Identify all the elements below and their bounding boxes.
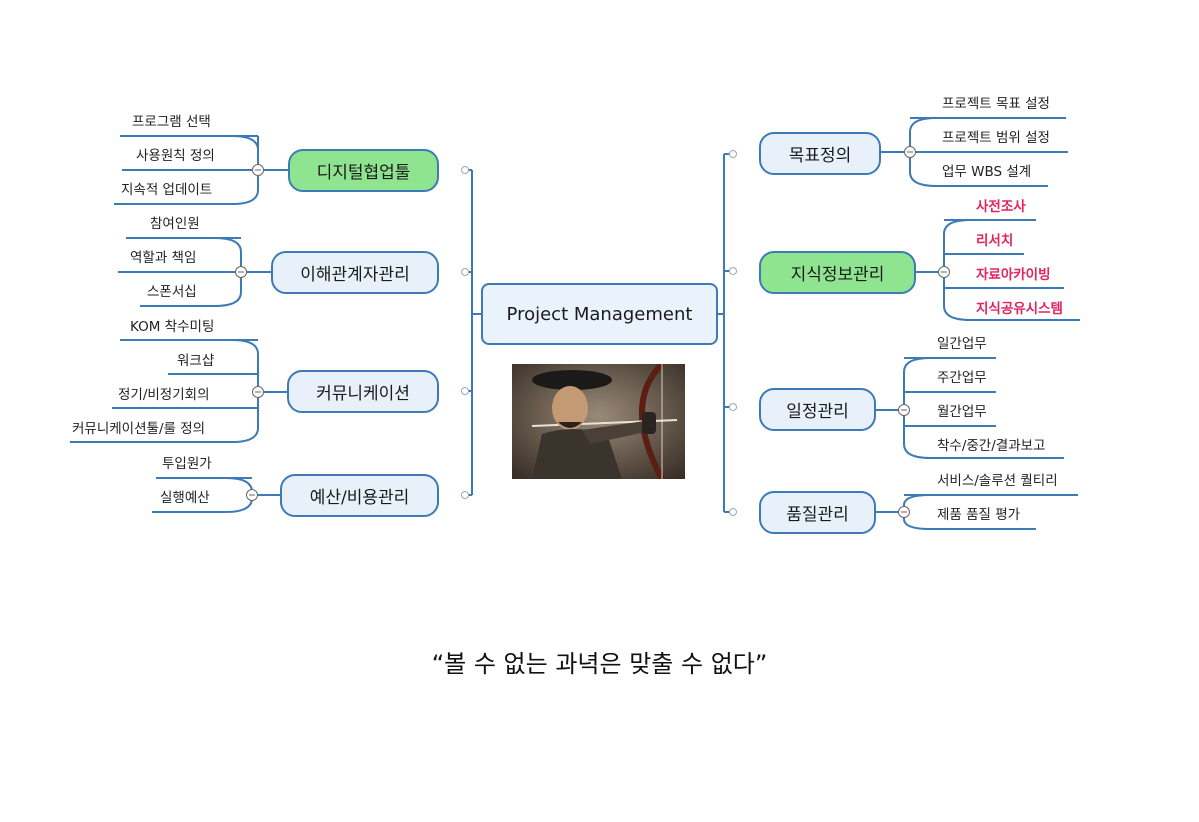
minus-circle-icon — [235, 146, 950, 518]
leaf-communication-1[interactable]: KOM 착수미팅 — [130, 319, 215, 335]
branch-schedule[interactable]: 일정관리 — [759, 388, 876, 431]
center-node[interactable]: Project Management — [481, 283, 718, 345]
branch-budget[interactable]: 예산/비용관리 — [280, 474, 439, 517]
leaf-communication-3[interactable]: 정기/비정기회의 — [118, 387, 210, 403]
leaf-schedule-4[interactable]: 착수/중간/결과보고 — [937, 438, 1046, 454]
leaf-communication-4[interactable]: 커뮤니케이션툴/룰 정의 — [72, 421, 206, 437]
leaf-communication-2[interactable]: 워크샵 — [177, 353, 215, 369]
connector-dot — [729, 403, 737, 411]
leaf-digital-1[interactable]: 프로그램 선택 — [132, 114, 211, 130]
leaf-budget-2[interactable]: 실행예산 — [160, 490, 210, 506]
leaf-knowledge-3[interactable]: 자료아카이빙 — [976, 267, 1051, 283]
connector-dot — [461, 166, 469, 174]
leaf-budget-1[interactable]: 투입원가 — [162, 456, 212, 472]
stakeholder-connector — [118, 237, 271, 307]
branch-communication[interactable]: 커뮤니케이션 — [287, 370, 439, 413]
schedule-connector — [876, 357, 1064, 459]
leaf-stakeholder-3[interactable]: 스폰서십 — [147, 284, 197, 300]
branch-stakeholder[interactable]: 이해관계자관리 — [271, 251, 439, 294]
leaf-knowledge-4[interactable]: 지식공유시스템 — [976, 301, 1063, 317]
branch-digital-collab[interactable]: 디지털협업툴 — [288, 149, 439, 192]
branch-knowledge[interactable]: 지식정보관리 — [759, 251, 916, 294]
leaf-quality-2[interactable]: 제품 품질 평가 — [937, 507, 1021, 523]
digital-connector — [114, 135, 288, 205]
leaf-goal-1[interactable]: 프로젝트 목표 설정 — [942, 96, 1050, 112]
leaf-knowledge-1[interactable]: 사전조사 — [976, 199, 1026, 215]
connector-dot — [461, 491, 469, 499]
leaf-schedule-3[interactable]: 월간업무 — [937, 404, 987, 420]
connector-dot — [461, 268, 469, 276]
leaf-knowledge-2[interactable]: 리서치 — [976, 233, 1014, 249]
connector-dot — [461, 387, 469, 395]
connector-dot — [729, 267, 737, 275]
leaf-stakeholder-2[interactable]: 역할과 책임 — [130, 250, 197, 266]
trunk-right — [718, 153, 733, 513]
leaf-goal-3[interactable]: 업무 WBS 설계 — [942, 164, 1032, 180]
quality-connector — [876, 494, 1078, 530]
leaf-stakeholder-1[interactable]: 참여인원 — [150, 216, 200, 232]
knowledge-connector — [916, 219, 1080, 321]
quote-text: “볼 수 없는 과녁은 맞출 수 없다” — [431, 650, 768, 678]
goal-connector — [881, 117, 1068, 187]
leaf-schedule-1[interactable]: 일간업무 — [937, 336, 987, 352]
leaf-digital-2[interactable]: 사용원칙 정의 — [136, 148, 215, 164]
trunk-left — [465, 169, 481, 496]
connector-dot — [729, 150, 737, 158]
leaf-schedule-2[interactable]: 주간업무 — [937, 370, 987, 386]
leaf-digital-3[interactable]: 지속적 업데이트 — [121, 182, 213, 198]
branch-quality[interactable]: 품질관리 — [759, 491, 876, 534]
leaf-goal-2[interactable]: 프로젝트 범위 설정 — [942, 130, 1050, 146]
communication-connector — [70, 339, 287, 443]
leaf-quality-1[interactable]: 서비스/솔루션 퀄티리 — [937, 473, 1058, 489]
connector-dot — [729, 508, 737, 516]
archer-photo — [512, 364, 685, 479]
branch-goal[interactable]: 목표정의 — [759, 132, 881, 175]
